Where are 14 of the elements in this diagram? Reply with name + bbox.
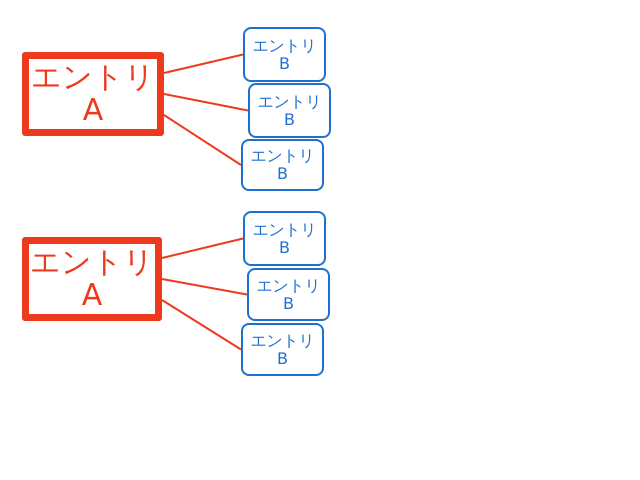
connector-line: [162, 278, 248, 296]
entry-box: エントリ B: [243, 211, 326, 266]
entry-box: エントリ B: [241, 139, 324, 191]
entry-box: エントリ B: [248, 83, 331, 138]
connector-line: [161, 299, 242, 350]
entry-box: エントリ B: [241, 323, 324, 376]
entity-box: エントリ A: [22, 237, 162, 321]
connector-line: [162, 238, 244, 259]
connector-line: [164, 54, 244, 74]
connector-line: [163, 114, 242, 166]
entity-box: エントリ A: [22, 52, 164, 136]
entry-box: エントリ B: [247, 268, 330, 321]
entry-box: エントリ B: [243, 27, 326, 82]
connector-line: [164, 93, 248, 112]
